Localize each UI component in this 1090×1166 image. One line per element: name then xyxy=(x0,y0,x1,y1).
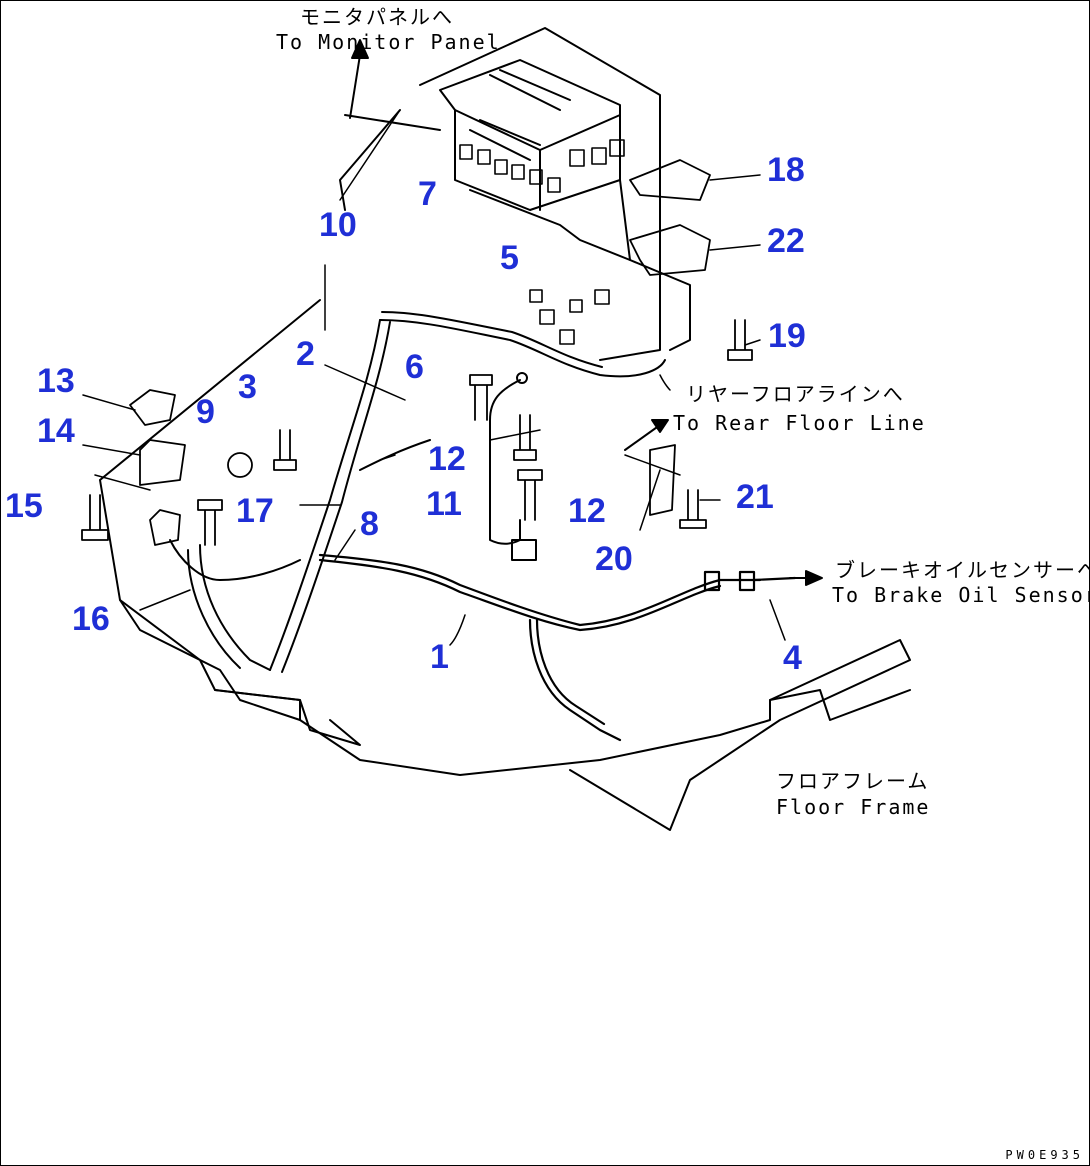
callout-11: 11 xyxy=(426,485,462,523)
callout-20: 20 xyxy=(595,540,633,578)
callout-12a: 12 xyxy=(428,440,466,478)
callout-9: 9 xyxy=(196,393,215,431)
callout-19: 19 xyxy=(768,317,806,355)
callout-21: 21 xyxy=(736,478,774,516)
callout-2: 2 xyxy=(296,335,315,373)
callout-17: 17 xyxy=(236,492,274,530)
main-harness xyxy=(318,553,797,742)
direction-arrows xyxy=(349,39,823,586)
callout-22: 22 xyxy=(767,222,805,260)
callout-13: 13 xyxy=(37,362,75,400)
relay-block xyxy=(459,139,625,345)
drawing-code: PW0E935 xyxy=(1005,1148,1084,1162)
callout-10: 10 xyxy=(319,206,357,244)
floor-frame-en-label: Floor Frame xyxy=(776,795,931,819)
column-harness xyxy=(169,311,666,673)
callout-4: 4 xyxy=(783,639,802,677)
brake-oil-en-label: To Brake Oil Sensor xyxy=(832,583,1090,607)
brake-oil-jp-label: ブレーキオイルセンサーへ xyxy=(835,558,1090,582)
callout-18: 18 xyxy=(767,151,805,189)
callout-5: 5 xyxy=(500,239,519,277)
monitor-panel-jp-label: モニタパネルへ xyxy=(300,5,454,29)
monitor-panel-box xyxy=(339,27,691,361)
callout-8: 8 xyxy=(360,505,379,543)
floor-frame-jp-label: フロアフレーム xyxy=(776,769,930,793)
rear-floor-jp-label: リヤーフロアラインへ xyxy=(686,382,905,406)
callout-16: 16 xyxy=(72,600,110,638)
rear-floor-en-label: To Rear Floor Line xyxy=(673,411,926,435)
monitor-panel-en-label: To Monitor Panel xyxy=(276,30,501,54)
callout-6: 6 xyxy=(405,348,424,386)
callout-3: 3 xyxy=(238,368,257,406)
leader-lines xyxy=(82,109,786,646)
callout-1: 1 xyxy=(430,638,449,676)
callout-7: 7 xyxy=(418,175,437,213)
battery-cable xyxy=(489,372,537,561)
callout-14: 14 xyxy=(37,412,75,450)
floor-frame-outline xyxy=(99,299,911,831)
brackets xyxy=(129,159,711,546)
callout-12b: 12 xyxy=(568,492,606,530)
callout-15: 15 xyxy=(5,487,43,525)
